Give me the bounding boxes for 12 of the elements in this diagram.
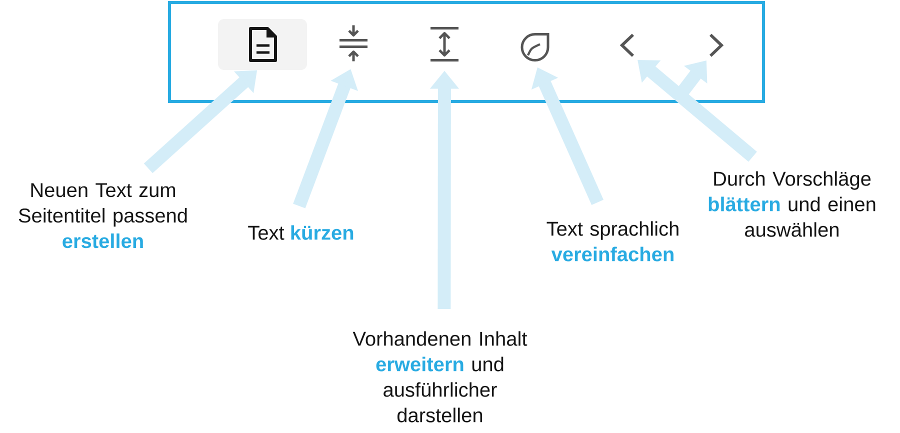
expand-icon bbox=[429, 27, 460, 62]
annotation-text: Vorhandenen Inhalt erweitern und ausführlicher darstellen bbox=[352, 331, 528, 422]
chevron-left-icon bbox=[620, 34, 634, 57]
leaf-icon bbox=[520, 33, 550, 62]
annotation-text: Durch Vorschläge blättern und einen auswählen bbox=[708, 171, 876, 237]
document-icon bbox=[218, 19, 307, 70]
collapse-icon bbox=[338, 24, 369, 63]
chevron-right-icon bbox=[709, 34, 724, 57]
toolbar-frame bbox=[168, 1, 765, 103]
annotation-text: Text sprachlich vereinfachen bbox=[546, 221, 678, 262]
annotation-text: Neuen Text zum Seitentitel passend erstellen bbox=[18, 183, 187, 248]
annotation-text: Text kürzen bbox=[248, 225, 354, 240]
